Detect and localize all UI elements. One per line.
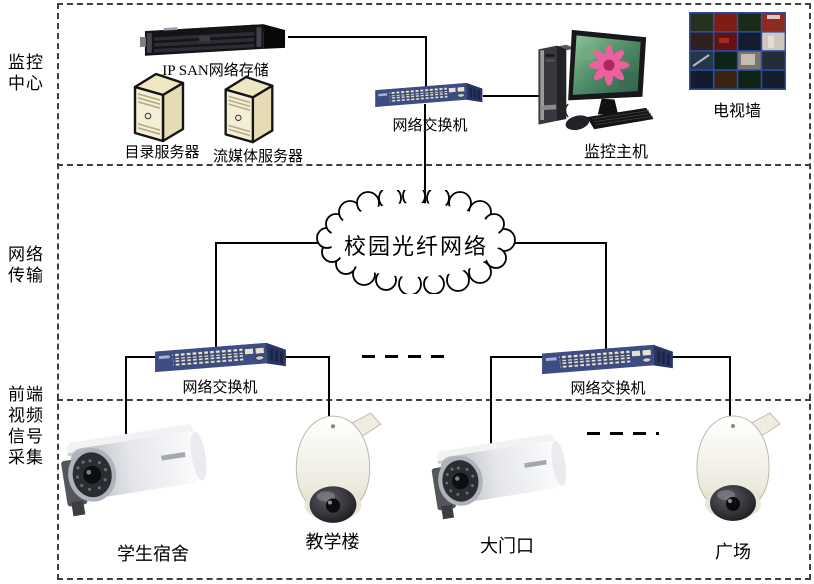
right-switch-label: 网络交换机 [570,381,646,397]
link-cloud-to-right-switch [605,242,607,352]
camera-gate-label: 大门口 [480,536,534,556]
link-to-camera-plaza [729,356,731,424]
media-server-icon [224,76,274,144]
zone-label-frontend-capture: 前端视频信号采集 [8,385,44,467]
zone-label-monitoring-center: 监控中心 [8,53,44,93]
monitor-host-device [537,29,655,134]
tv-wall-label: 电视墙 [712,103,761,120]
zone-divider-2 [57,399,811,401]
diagram-border [57,3,811,580]
core-switch-device [374,82,483,108]
left-switch-label: 网络交换机 [182,380,258,396]
camera-dorm-icon [58,422,212,517]
media-server-label: 流媒体服务器 [212,149,303,165]
zone-label-network-transmission: 网络传输 [8,245,44,285]
left-switch-device [154,342,287,373]
link-to-camera-gate [490,356,492,454]
ipsan-storage-device [140,24,286,56]
link-cloud-right-h [500,242,607,244]
link-switch-to-host [483,95,539,97]
link-switch-to-cloud [424,104,426,210]
link-right-switch-stub-left [490,356,552,358]
link-to-camera-dorm [125,356,127,444]
core-switch-label: 网络交换机 [392,118,468,134]
camera-gate-icon [428,432,571,520]
camera-teaching-icon [295,412,382,524]
directory-server-label: 目录服务器 [124,145,200,161]
link-storage-to-switch-h [288,36,427,38]
right-switch-device [541,344,674,375]
link-left-switch-stub-left [125,356,160,358]
link-cloud-to-left-switch [215,242,217,350]
link-to-camera-teaching [328,356,330,424]
monitor-host-label: 监控主机 [583,144,648,161]
camera-teaching-label: 教学楼 [305,532,360,552]
ellipsis-dash-camera-row [587,432,659,435]
link-cloud-left-h [215,242,340,244]
link-storage-to-switch-v [425,36,427,88]
ipsan-storage-label: IP SAN网络存储 [162,63,269,79]
camera-plaza-label: 广场 [715,542,751,562]
directory-server-icon [133,73,185,143]
link-left-switch-stub-right [280,356,330,358]
tv-wall-icon [689,12,786,90]
zone-divider-1 [57,164,811,166]
ellipsis-dash-switch-row [362,355,453,358]
link-right-switch-stub-right [664,356,731,358]
fiber-cloud-label: 校园光纤网络 [343,234,488,259]
fiber-cloud-shape [316,190,516,294]
camera-dorm-label: 学生宿舍 [117,544,189,564]
camera-plaza-icon [696,412,781,522]
